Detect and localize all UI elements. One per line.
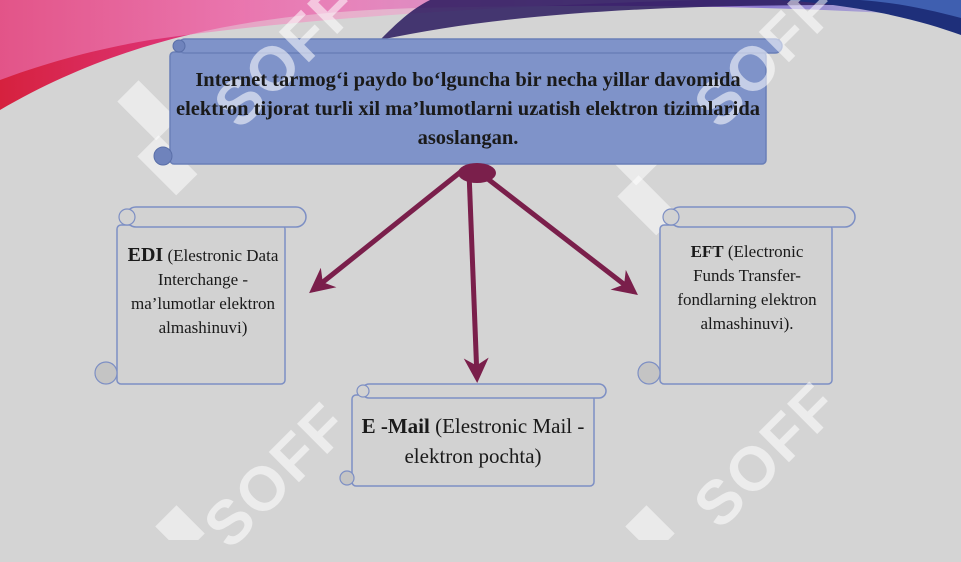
edi-scroll bbox=[94, 206, 307, 385]
title-scroll bbox=[153, 38, 783, 166]
slide-canvas bbox=[0, 0, 961, 540]
eft-description: (Electronic Funds Transfer- fondlarning … bbox=[677, 242, 817, 333]
edi-description: (Elestronic Data Interchange - ma’lumotl… bbox=[131, 246, 279, 337]
top-banner bbox=[0, 0, 961, 110]
edi-term: EDI bbox=[127, 244, 164, 266]
eft-scroll bbox=[637, 206, 856, 385]
email-scroll bbox=[339, 383, 607, 487]
eft-text: EFT (Electronic Funds Transfer- fondlarn… bbox=[670, 240, 824, 336]
email-text: E -Mail (Elestronic Mail - elektron poch… bbox=[358, 411, 588, 471]
connector-arrows bbox=[309, 168, 638, 383]
arrow-hub bbox=[458, 163, 496, 183]
email-description: (Elestronic Mail - elektron pochta) bbox=[404, 414, 585, 468]
title-text: Internet tarmog‘i paydo bo‘lguncha bir n… bbox=[176, 69, 760, 149]
eft-term: EFT bbox=[690, 242, 724, 261]
email-term: E -Mail bbox=[361, 414, 430, 438]
edi-text: EDI (Elestronic Data Interchange - ma’lu… bbox=[124, 243, 282, 340]
